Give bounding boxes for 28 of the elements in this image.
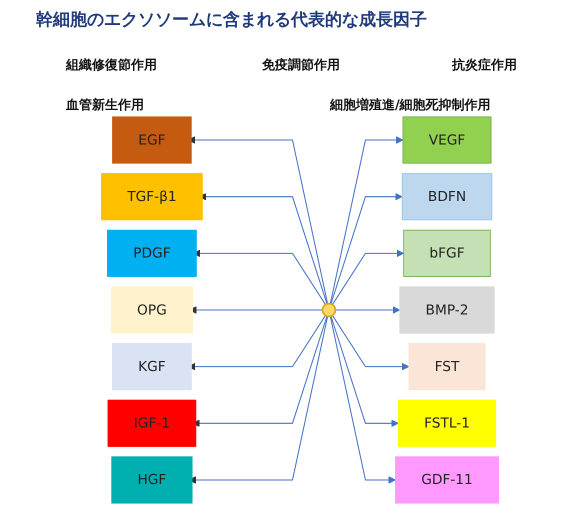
node-box: FST	[408, 343, 486, 390]
effect-label: 血管新生作用	[66, 96, 144, 114]
node-box: OPG	[110, 286, 193, 334]
node-box: FSTL-1	[398, 400, 496, 447]
node-box: PDGF	[107, 230, 197, 277]
arrow	[330, 136, 404, 304]
node-box: BDFN	[402, 173, 492, 220]
node-box: VEGF	[402, 116, 492, 164]
node-box: bFGF	[403, 230, 491, 277]
arrow	[330, 316, 399, 428]
arrow	[335, 306, 400, 314]
effect-label: 細胞増殖進/細胞死抑制作用	[330, 96, 491, 114]
effect-label: 抗炎症作用	[452, 56, 517, 74]
node-box: BMP-2	[399, 286, 495, 334]
node-ellipse	[322, 302, 336, 318]
node-box: KGF	[112, 343, 192, 390]
title: 幹細胞のエクソソームに含まれる代表的な成長因子	[36, 9, 427, 31]
arrow	[330, 192, 403, 304]
effect-label: 免疫調節作用	[262, 56, 340, 74]
node-box: GDF-11	[395, 456, 499, 504]
node-box: EGF	[112, 116, 192, 164]
arrow	[330, 316, 396, 484]
arrow	[332, 315, 410, 370]
node-box: HGF	[111, 456, 193, 504]
node-box: TGF-β1	[101, 173, 203, 220]
effect-label: 組織修復節作用	[66, 57, 157, 74]
arrow	[332, 250, 404, 305]
node-box: IGF-1	[108, 400, 196, 447]
